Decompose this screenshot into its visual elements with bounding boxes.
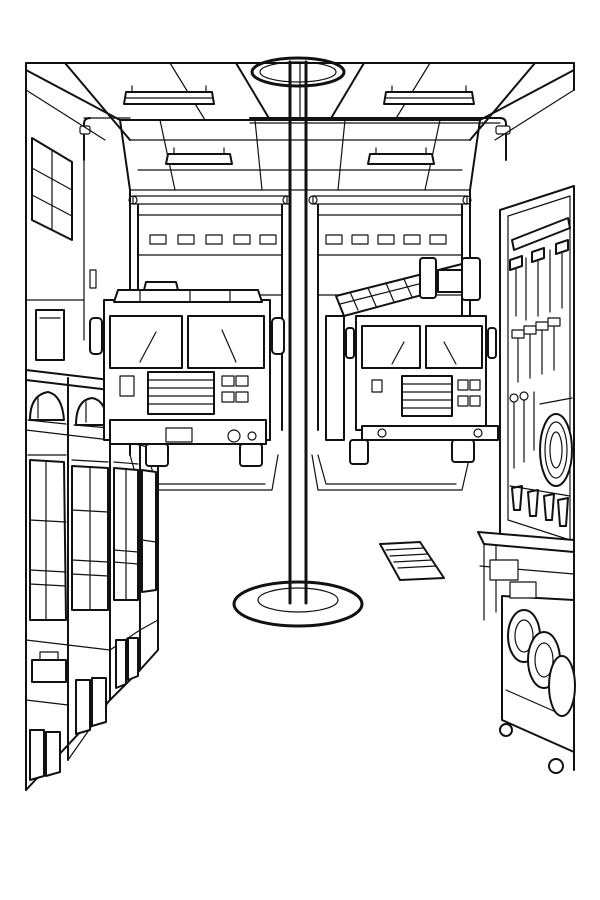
helmet-icon: [28, 392, 66, 424]
fire-pole-icon: [234, 58, 362, 626]
mallet-icon: [512, 318, 560, 382]
gear-lockers: [26, 370, 158, 790]
wrench-icon: [510, 392, 534, 468]
wall-panel: [36, 310, 64, 360]
ceiling-light-icon: [166, 148, 232, 164]
ceiling-light-icon: [368, 148, 434, 164]
ladder-truck-icon: [326, 258, 498, 464]
nozzle-icon: [510, 486, 570, 526]
floor-drain-icon: [380, 542, 444, 580]
turnout-coat-icon: [30, 460, 66, 620]
workbench: [478, 532, 574, 620]
turnout-coat-icon: [72, 466, 108, 610]
boot-icon: [76, 678, 106, 734]
ceiling-light-icon: [384, 86, 474, 104]
ceiling-light-icon: [124, 86, 214, 104]
boot-icon: [30, 730, 60, 780]
boot-icon: [116, 638, 138, 688]
fire-engine-icon: [90, 282, 284, 466]
tool-pegboard: [508, 196, 572, 540]
turnout-coat-icon: [114, 468, 138, 600]
turnout-coat-icon: [142, 470, 156, 592]
hose-cart-icon: [500, 582, 575, 773]
hose-reel-icon: [540, 398, 572, 486]
axe-icon: [510, 240, 568, 320]
window: [32, 138, 72, 240]
right-wall: [500, 186, 574, 770]
left-wall: [26, 90, 96, 790]
